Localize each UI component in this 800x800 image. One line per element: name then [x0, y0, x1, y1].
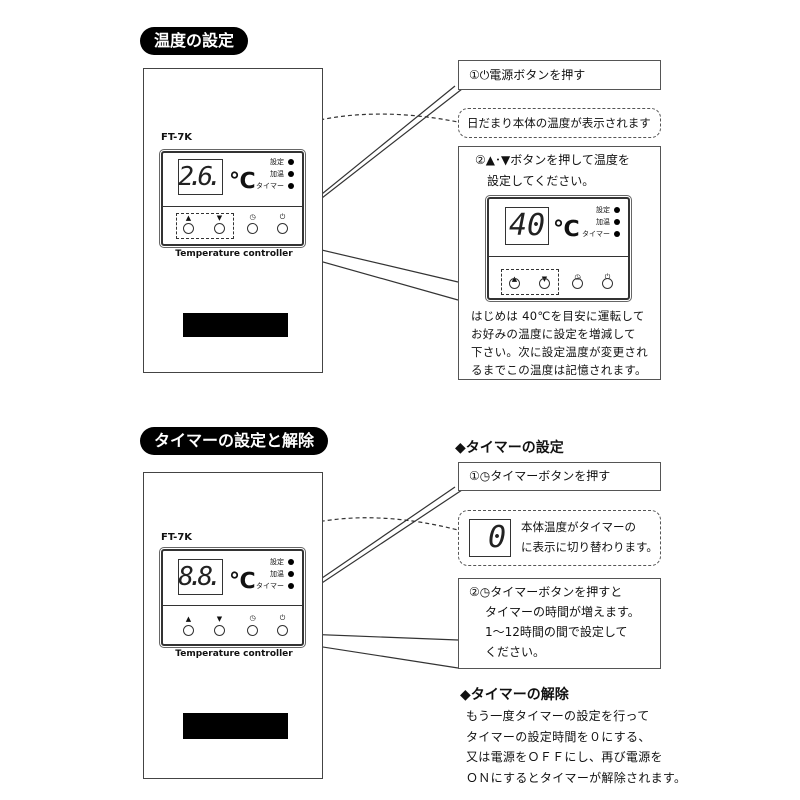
device-caption: Temperature controller	[175, 649, 293, 659]
up-button[interactable]	[183, 223, 194, 234]
step2-line1: ②▲･▼ボタンを押して温度を	[475, 153, 630, 167]
temperature-display: 2.6.	[178, 159, 223, 195]
indicator-heating: 加温	[270, 170, 284, 178]
timer-release-heading: ◆タイマーの解除	[460, 687, 569, 703]
text-line: 本体温度がタイマーの	[521, 520, 636, 534]
text-line: はじめは 40℃を目安に運転して	[471, 309, 645, 323]
indicator-list: 設定 加温 タイマー	[582, 204, 620, 240]
indicator-setting: 設定	[270, 158, 284, 166]
text-line: お好みの温度に設定を増減して	[471, 327, 636, 341]
power-button[interactable]	[602, 278, 613, 289]
inset-display: 40	[505, 207, 549, 245]
power-icon: ⏻	[279, 614, 286, 622]
indicator-timer: タイマー	[256, 182, 284, 190]
timer-button[interactable]	[247, 625, 258, 636]
step2-description: はじめは 40℃を目安に運転して お好みの温度に設定を増減して 下さい。次に設定…	[471, 307, 648, 379]
device-body: FT-7K 2.6. ℃ 設定 加温 タイマー ▲ ▼ ◷ ⏻ Temperat…	[143, 68, 323, 373]
timer-display: 0	[469, 519, 511, 557]
section-title-temperature: 温度の設定	[140, 27, 249, 55]
model-label: FT-7K	[161, 132, 193, 143]
indicator-setting-blinking: 設定	[596, 206, 610, 214]
down-button[interactable]	[214, 625, 225, 636]
clock-icon: ◷	[249, 614, 256, 622]
up-button[interactable]	[183, 625, 194, 636]
updown-highlight	[501, 269, 559, 295]
indicator-heating: 加温	[596, 218, 610, 226]
indicator-list: 設定 加温 タイマー	[256, 156, 294, 192]
black-plate	[183, 713, 288, 739]
timer-button[interactable]	[572, 278, 583, 289]
up-button[interactable]	[509, 278, 520, 289]
power-button[interactable]	[277, 625, 288, 636]
control-panel: 2.6. ℃ 設定 加温 タイマー ▲ ▼ ◷ ⏻	[159, 149, 306, 248]
timer-button[interactable]	[247, 223, 258, 234]
step2-line2: 設定してください。	[487, 174, 595, 188]
indicator-heating: 加温	[270, 570, 284, 578]
celsius-unit: ℃	[553, 217, 580, 242]
indicator-timer: タイマー	[256, 582, 284, 590]
indicator-list: 設定 加温 タイマー	[256, 556, 294, 592]
indicator-timer: タイマー	[582, 230, 610, 238]
down-arrow-icon: ▼	[216, 615, 223, 623]
device-body: FT-7K 8.8. ℃ 設定 加温 タイマー ▲ ▼ ◷ ⏻ Temperat…	[143, 472, 323, 779]
timer-set-heading: ◆タイマーの設定	[455, 440, 564, 456]
step1-power-box: ①⏻電源ボタンを押す	[458, 60, 661, 90]
text-line: るまでこの温度は記憶されます。	[471, 363, 647, 377]
temperature-display: 8.8.	[178, 559, 223, 595]
power-icon: ⏻	[604, 273, 611, 281]
down-button[interactable]	[539, 278, 550, 289]
step2-timer-box: ②◷タイマーボタンを押すと タイマーの時間が増えます。 1～12時間の間で設定し…	[458, 578, 661, 669]
power-button[interactable]	[277, 223, 288, 234]
text-line: 1～12時間の間で設定して	[485, 625, 628, 639]
up-arrow-icon: ▲	[185, 615, 192, 623]
control-panel: 8.8. ℃ 設定 加温 タイマー ▲ ▼ ◷ ⏻	[159, 547, 306, 648]
celsius-unit: ℃	[229, 569, 256, 594]
text-line: 下さい。次に設定温度が変更され	[471, 345, 648, 359]
inset-control-panel: 40 ℃ 設定 加温 タイマー ▲ ▼ ◷ ⏻	[485, 195, 632, 302]
indicator-setting: 設定	[270, 558, 284, 566]
down-arrow-icon: ▼	[216, 214, 223, 222]
note-timer-box: 0 本体温度がタイマーの に表示に切り替わります。	[458, 510, 661, 566]
note-temperature-box: 日だまり本体の温度が表示されます	[458, 108, 661, 138]
text-line: タイマーの設定時間を０にする、	[466, 729, 651, 744]
device-caption: Temperature controller	[175, 249, 293, 259]
black-plate	[183, 313, 288, 337]
timer-release-text: もう一度タイマーの設定を行って タイマーの設定時間を０にする、 又は電源をＯＦＦ…	[466, 706, 686, 788]
text-line: もう一度タイマーの設定を行って	[466, 709, 650, 723]
celsius-unit: ℃	[229, 169, 256, 194]
text-line: ②◷タイマーボタンを押すと	[469, 585, 623, 599]
note-text: 本体温度がタイマーの に表示に切り替わります。	[521, 517, 658, 557]
step1-timer-box: ①◷タイマーボタンを押す	[458, 462, 661, 491]
power-icon: ⏻	[279, 213, 286, 221]
text-line: 又は電源をＯＦＦにし、再び電源を	[466, 750, 663, 764]
text-line: ください。	[485, 645, 546, 659]
section-title-timer: タイマーの設定と解除	[140, 427, 329, 455]
clock-icon: ◷	[574, 273, 581, 281]
text-line: タイマーの時間が増えます。	[485, 605, 640, 619]
clock-icon: ◷	[249, 213, 256, 221]
model-label: FT-7K	[161, 532, 193, 543]
down-button[interactable]	[214, 223, 225, 234]
updown-highlight	[176, 213, 234, 239]
text-line: ＯＮにするとタイマーが解除されます。	[466, 770, 687, 785]
text-line: に表示に切り替わります。	[521, 540, 658, 554]
step2-temperature-box: ②▲･▼ボタンを押して温度を 設定してください。 40 ℃ 設定 加温 タイマー…	[458, 146, 661, 380]
up-arrow-icon: ▲	[185, 214, 192, 222]
